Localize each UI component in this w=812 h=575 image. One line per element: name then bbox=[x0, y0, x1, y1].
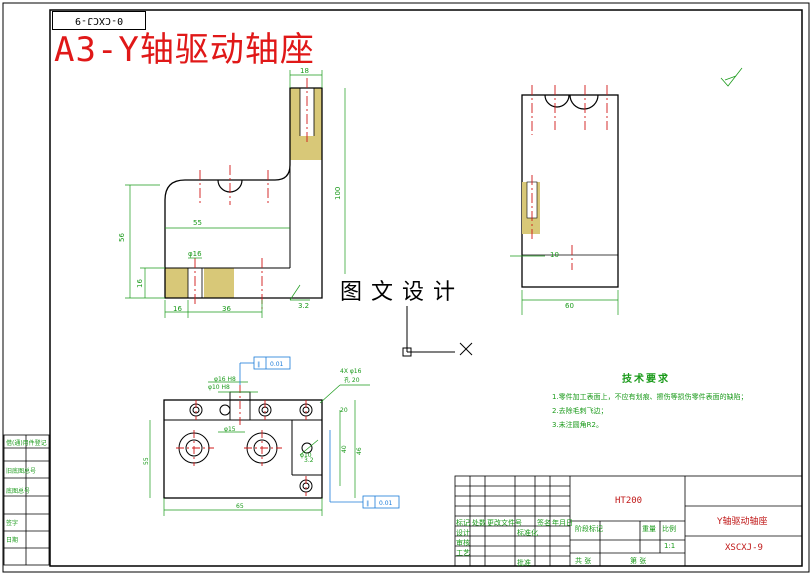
dim-text: 16 bbox=[173, 305, 182, 313]
dim-text: 55 bbox=[193, 219, 202, 227]
tech-requirement-item: 1.零件加工表面上，不应有划痕、擦伤等损伤零件表面的缺陷； bbox=[552, 393, 748, 401]
side-register-label: 旧底图总号 bbox=[6, 468, 37, 475]
watermark-text: 图文设计 bbox=[338, 274, 467, 306]
dim-text: φ10 bbox=[300, 452, 312, 459]
dim-text: φ16 bbox=[188, 250, 202, 258]
title-block-label: 处数 bbox=[472, 519, 486, 527]
roughness-value: 3.2 bbox=[304, 457, 314, 464]
bottom-view: φ16 H8 φ10 H8 φ15 φ10 65 40 46 55 20 3.2… bbox=[143, 356, 400, 516]
part-name: Y轴驱动轴座 bbox=[717, 517, 768, 527]
dim-text: 65 bbox=[236, 503, 244, 510]
front-tapped-hole bbox=[300, 88, 314, 136]
title-block-label: 比例 bbox=[662, 525, 676, 533]
tolerance-symbol: ∥ bbox=[257, 361, 260, 368]
ucs-axis-icon bbox=[402, 305, 473, 357]
title-block-label: 审核 bbox=[456, 539, 470, 547]
scale-value: 1:1 bbox=[664, 542, 676, 550]
title-block-label: 标准化 bbox=[517, 529, 538, 537]
title-block bbox=[454, 475, 803, 567]
hole-callout: 孔 20 bbox=[344, 376, 360, 384]
title-block-label: 标记 bbox=[456, 519, 470, 527]
front-view bbox=[125, 70, 346, 318]
tolerance-frame-2 bbox=[329, 430, 400, 509]
side-register-label: 底图总号 bbox=[6, 488, 31, 495]
dim-text: 20 bbox=[340, 407, 348, 414]
front-hatch-right bbox=[204, 268, 234, 298]
side-register-label: 借(通)用件登记 bbox=[6, 440, 47, 447]
plan-outline bbox=[163, 399, 323, 499]
dim-text: 18 bbox=[300, 67, 309, 75]
tech-requirement-item: 2.去除毛刺飞边； bbox=[552, 407, 608, 415]
hole-callout: 4X φ16 bbox=[340, 368, 362, 375]
tolerance-frame-1 bbox=[239, 356, 291, 385]
title-block-label: 阶段标记 bbox=[575, 525, 603, 533]
dim-text: 40 bbox=[341, 445, 348, 453]
dim-text: 56 bbox=[118, 233, 126, 242]
title-block-label: 第 张 bbox=[630, 557, 647, 565]
roughness-value: 3.2 bbox=[298, 302, 309, 310]
title-block-label: 共 张 bbox=[575, 557, 592, 565]
title-block-label: 更改文件号 bbox=[487, 519, 522, 527]
dim-text: 55 bbox=[143, 457, 150, 465]
title-block-label: 批准 bbox=[517, 559, 531, 567]
tolerance-symbol: ∥ bbox=[366, 500, 369, 507]
drawing-title: A3-Y轴驱动轴座 bbox=[54, 30, 315, 70]
dim-text: φ15 bbox=[224, 426, 236, 433]
dim-text: 16 bbox=[136, 279, 144, 288]
surface-finish-icon bbox=[720, 67, 743, 87]
front-outline bbox=[164, 87, 323, 299]
front-dim-texts: 18 100 55 56 16 φ16 16 36 3.2 bbox=[118, 67, 342, 313]
drawing-number-tag: 0-CXCJ-9 bbox=[52, 11, 146, 30]
side-register-label: 日期 bbox=[6, 537, 19, 544]
dim-text: 100 bbox=[334, 187, 342, 200]
dim-text: 10 bbox=[550, 251, 559, 259]
tolerance-value: 0.01 bbox=[379, 500, 393, 507]
dim-text: 36 bbox=[222, 305, 231, 313]
inner-border bbox=[49, 9, 803, 567]
tech-requirements-heading: 技术要求 bbox=[622, 374, 670, 385]
title-block-label: 签名 bbox=[537, 519, 551, 527]
side-register-label: 签字 bbox=[6, 520, 19, 527]
title-block-label: 年月日 bbox=[552, 519, 573, 527]
side-view: 10 60 bbox=[510, 85, 619, 315]
dim-text: φ10 H8 bbox=[208, 384, 230, 391]
title-block-label: 工艺 bbox=[456, 549, 470, 557]
tech-requirement-item: 3.未注圆角R2。 bbox=[552, 421, 603, 429]
dim-text: 60 bbox=[565, 302, 574, 310]
tolerance-value: 0.01 bbox=[270, 361, 284, 368]
drawing-number: XSCXJ-9 bbox=[725, 543, 763, 553]
dim-text: φ16 H8 bbox=[214, 376, 236, 383]
material-value: HT200 bbox=[615, 496, 643, 506]
title-block-label: 设计 bbox=[456, 529, 470, 537]
dim-text: 46 bbox=[356, 447, 363, 455]
side-register-table bbox=[3, 434, 50, 566]
title-block-label: 重量 bbox=[642, 525, 656, 533]
